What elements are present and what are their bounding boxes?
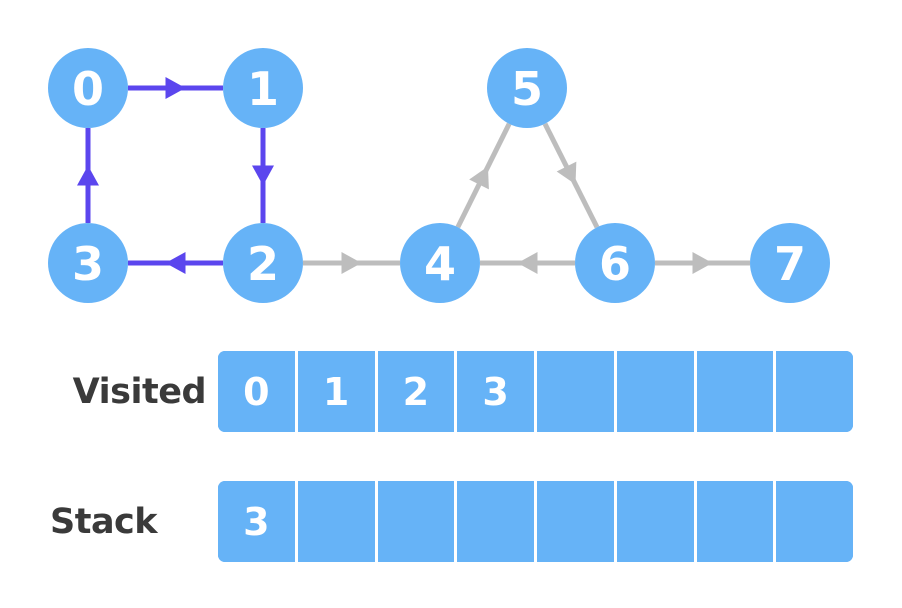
graph-node-label-1: 1 [247, 62, 279, 116]
graph-edge-arrowhead-6-7 [692, 252, 713, 274]
stack-cell-3[interactable] [457, 481, 537, 562]
graph-node-label-7: 7 [774, 237, 806, 291]
graph-node-5[interactable] [487, 48, 567, 128]
graph-edge-arrowhead-3-0 [77, 165, 99, 186]
visited-cell-2[interactable]: 2 [377, 351, 458, 432]
graph-edge-arrowhead-1-2 [252, 165, 274, 186]
stack-cell-1[interactable] [297, 481, 378, 562]
graph-node-label-5: 5 [511, 62, 543, 116]
stack-cell-7[interactable] [776, 481, 853, 562]
stack-cell-4[interactable] [537, 481, 617, 562]
graph-node-label-6: 6 [599, 237, 631, 291]
stack-array-cells: 3 [218, 481, 853, 562]
graph-edge-arrowhead-2-3 [165, 252, 186, 274]
stack-label: Stack [50, 502, 158, 542]
stack-cell-5[interactable] [616, 481, 697, 562]
graph-diagram: 0 1 5 3 2 4 6 7 [48, 48, 830, 303]
edge-layer [77, 77, 750, 274]
visited-cell-1[interactable]: 1 [297, 351, 378, 432]
graph-node-3[interactable] [48, 223, 128, 303]
graph-node-7[interactable] [750, 223, 830, 303]
stack-cell-6[interactable] [696, 481, 777, 562]
visited-label: Visited [72, 372, 207, 412]
stack-cell-0[interactable]: 3 [218, 481, 298, 562]
graph-node-label-4: 4 [424, 237, 456, 291]
graph-node-6[interactable] [575, 223, 655, 303]
graph-node-0[interactable] [48, 48, 128, 128]
visited-cell-0[interactable]: 0 [218, 351, 298, 432]
graph-node-1[interactable] [223, 48, 303, 128]
graph-edge-arrowhead-6-4 [517, 252, 538, 274]
visited-cell-5[interactable] [616, 351, 697, 432]
stack-cell-2[interactable] [377, 481, 458, 562]
stack-array-row: Stack 3 [0, 481, 902, 563]
visited-cell-6[interactable] [696, 351, 777, 432]
visited-cell-7[interactable] [776, 351, 853, 432]
graph-node-2[interactable] [223, 223, 303, 303]
graph-edge-arrowhead-5-6 [556, 161, 577, 185]
visited-cell-3[interactable]: 3 [457, 351, 537, 432]
graph-node-label-0: 0 [72, 62, 104, 116]
visited-cell-4[interactable] [537, 351, 617, 432]
graph-node-label-2: 2 [247, 237, 279, 291]
graph-edge-arrowhead-2-4 [341, 252, 362, 274]
graph-edge-arrowhead-4-5 [469, 166, 489, 190]
graph-node-label-3: 3 [72, 237, 104, 291]
graph-node-4[interactable] [400, 223, 480, 303]
graph-edge-arrowhead-0-1 [165, 77, 186, 99]
node-layer: 0 1 5 3 2 4 6 7 [48, 48, 830, 303]
